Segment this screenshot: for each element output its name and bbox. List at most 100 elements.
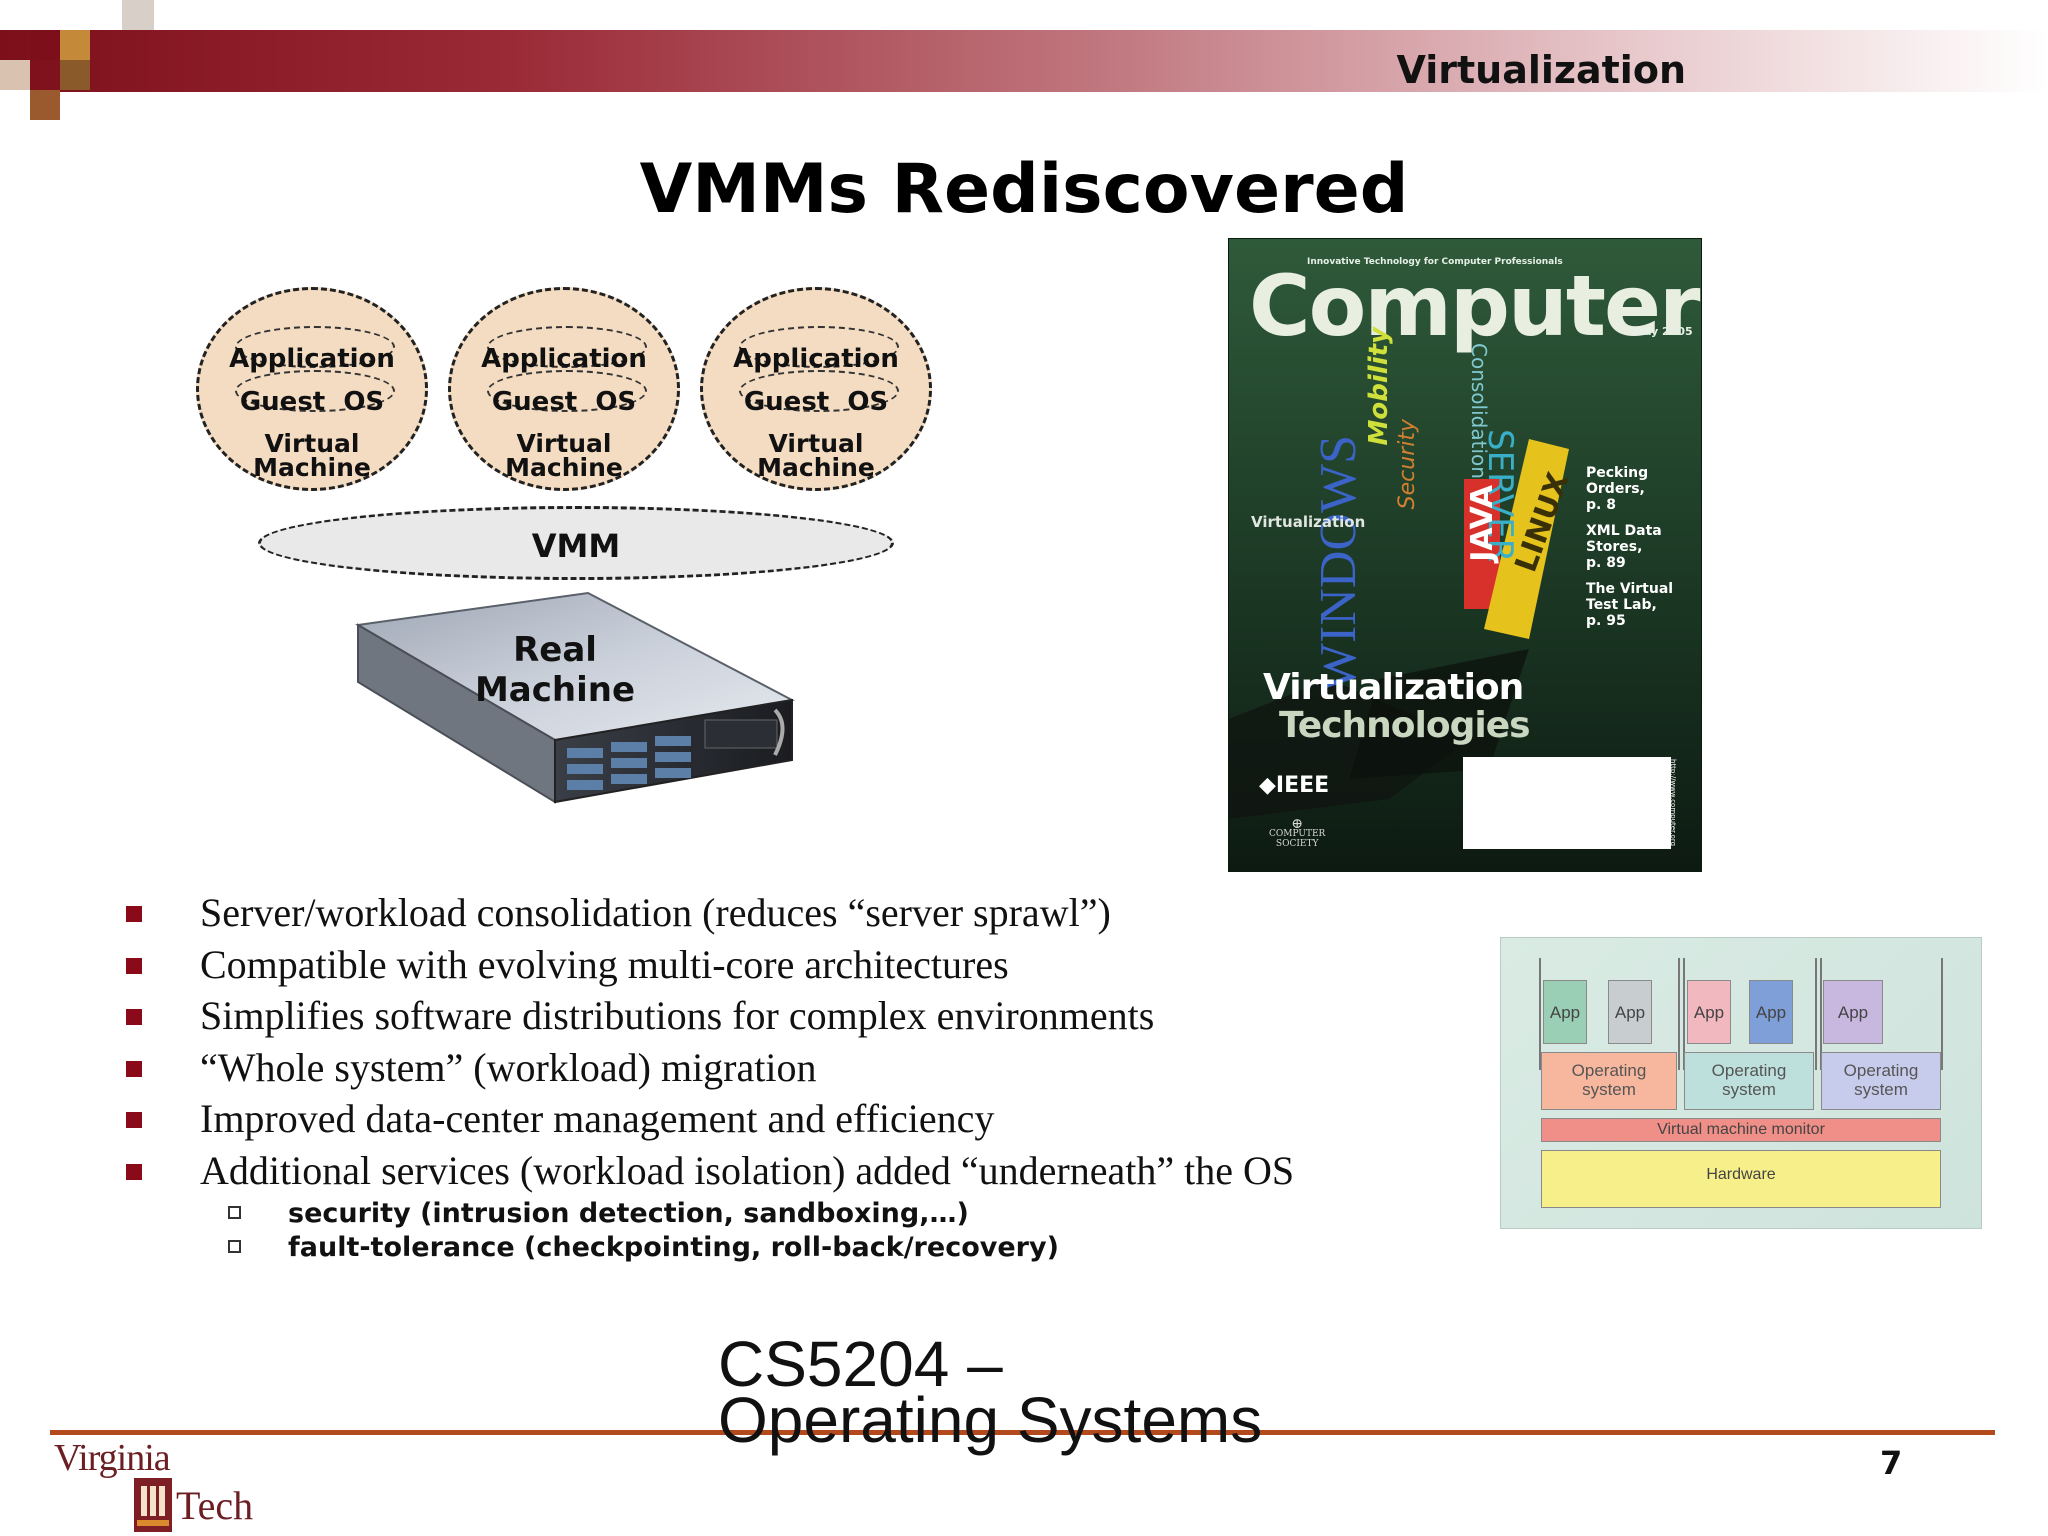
bullet-item: “Whole system” (workload) migration [120, 1043, 1460, 1095]
bullet-item: Server/workload consolidation (reduces “… [120, 888, 1460, 940]
teaser-line: p. 89 [1586, 555, 1626, 571]
application-oval [487, 326, 647, 368]
virtual-machine-label-line2: Machine [505, 453, 623, 482]
bullet-marker [126, 1112, 142, 1128]
logo-word-virginia: Virginia [54, 1437, 171, 1479]
cover-url: http://www.computer.org [1669, 759, 1677, 847]
virtual-machine-oval-1: Application Guest OS Virtual Machine [196, 287, 428, 491]
guest-os-oval [739, 370, 899, 412]
cover-word-server: SERVER [1480, 429, 1520, 563]
teaser-line: Stores, [1586, 539, 1643, 555]
application-label: Application [733, 344, 899, 374]
sub-bullet-text: fault-tolerance (checkpointing, roll-bac… [288, 1232, 1059, 1263]
bullet-marker [126, 1009, 142, 1025]
application-oval [739, 326, 899, 368]
guest-os-oval [235, 370, 395, 412]
footer-rule [50, 1430, 1995, 1435]
app-label: App [1614, 1003, 1646, 1022]
header-bar [0, 30, 2048, 92]
vmm-bar-label: Virtual machine monitor [1657, 1121, 1825, 1138]
bullet-text: “Whole system” (workload) migration [200, 1044, 817, 1090]
os-label-line1: Operating [1843, 1061, 1919, 1080]
teaser-line: Orders, [1586, 481, 1645, 497]
cover-word-windows: WINDOWS [1310, 435, 1367, 693]
section-title: Virtualization [1396, 48, 1686, 92]
cover-tagline: Innovative Technology for Computer Profe… [1307, 257, 1563, 267]
cover-masthead: Computer [1249, 257, 1700, 355]
cover-teaser-2: XML Data Stores, p. 89 [1586, 523, 1662, 571]
society-emblem-icon: ⊕ [1291, 816, 1304, 832]
virtual-machine-label-line2: Machine [253, 453, 371, 482]
teaser-line: The Virtual [1586, 581, 1674, 597]
application-label: Application [229, 344, 395, 374]
guest-os-label: Guest OS [491, 387, 637, 417]
society-line1: COMPUTER [1269, 829, 1326, 839]
ieee-label: IEEE [1275, 773, 1330, 798]
teaser-line: Pecking [1586, 465, 1649, 481]
app-box: App [1543, 980, 1587, 1044]
bullet-text: Additional services (workload isolation)… [200, 1147, 1295, 1193]
teaser-line: p. 95 [1586, 613, 1626, 629]
cover-feature-line1: Virtualization [1263, 667, 1524, 708]
computer-society-logo: ⊕ COMPUTER SOCIETY [1269, 816, 1326, 849]
slide-title: VMMs Rediscovered [639, 150, 1409, 229]
real-machine-line1: Real [513, 630, 597, 670]
teaser-line: XML Data [1586, 523, 1662, 539]
hokie-stone-icon [134, 1478, 172, 1532]
partition-line [1941, 958, 1943, 1070]
operating-system-box: Operating system [1541, 1052, 1677, 1110]
os-label-line1: Operating [1571, 1061, 1647, 1080]
bullet-text: Compatible with evolving multi-core arch… [200, 941, 1009, 987]
computer-magazine-cover: Innovative Technology for Computer Profe… [1228, 238, 1702, 872]
bullet-text: Server/workload consolidation (reduces “… [200, 890, 1111, 935]
virtual-machine-oval-3: Application Guest OS Virtual Machine [700, 287, 932, 491]
app-label: App [1837, 1003, 1869, 1022]
operating-system-box: Operating system [1684, 1052, 1814, 1110]
bullet-marker [126, 1163, 142, 1180]
teaser-line: Test Lab, [1586, 597, 1657, 613]
cover-word-mobility: Mobility [1364, 327, 1394, 446]
teaser-line: p. 8 [1586, 497, 1616, 513]
partition-line [1815, 958, 1817, 1070]
bullet-marker [126, 957, 142, 974]
bullet-marker [126, 906, 142, 922]
cover-word-virtualization: Virtualization [1251, 513, 1366, 531]
page-number: 7 [1880, 1444, 1903, 1482]
sub-bullet-text: security (intrusion detection, sandboxin… [288, 1198, 969, 1229]
bullet-marker [126, 1060, 142, 1077]
bullet-list: Server/workload consolidation (reduces “… [120, 888, 1460, 1265]
sub-bullet-item: fault-tolerance (checkpointing, roll-bac… [120, 1231, 1460, 1265]
app-box: App [1823, 980, 1883, 1044]
app-box: App [1749, 980, 1793, 1044]
guest-os-label: Guest OS [743, 387, 889, 417]
cover-feature-line2: Technologies [1279, 705, 1531, 746]
partition-line [1683, 958, 1685, 1070]
virtual-machine-label-line1: Virtual [264, 429, 360, 458]
bullet-text: Improved data-center management and effi… [200, 1096, 995, 1141]
cover-word-consolidation: Consolidation [1467, 343, 1491, 479]
application-label: Application [481, 344, 647, 374]
course-title-line2: Operating Systems [718, 1384, 1263, 1456]
sub-bullet-item: security (intrusion detection, sandboxin… [120, 1197, 1460, 1231]
vmm-label: VMM [531, 527, 621, 565]
virginia-tech-logo: Virginia Tech [50, 1436, 270, 1536]
partition-line [1539, 958, 1541, 1070]
sub-bullet-marker [228, 1240, 241, 1253]
app-label: App [1549, 1003, 1581, 1022]
partition-line [1820, 958, 1822, 1070]
server-rack-illustration [355, 591, 795, 804]
cover-word-security: Security [1395, 419, 1420, 510]
course-title-line1: CS5204 – [718, 1328, 1003, 1400]
virtual-machine-label-line2: Machine [757, 453, 875, 482]
os-label-line2: system [1722, 1080, 1776, 1099]
operating-system-box: Operating system [1821, 1052, 1941, 1110]
header-logo-squares [0, 0, 160, 125]
sub-bullet-marker [228, 1206, 241, 1219]
virtual-machine-label-line1: Virtual [768, 429, 864, 458]
bullet-item: Additional services (workload isolation)… [120, 1146, 1460, 1198]
hardware-label: Hardware [1706, 1166, 1776, 1183]
bullet-item: Simplifies software distributions for co… [120, 991, 1460, 1043]
vmm-oval: VMM [258, 506, 894, 580]
app-label: App [1755, 1003, 1787, 1022]
ieee-logo: ◆IEEE [1259, 773, 1329, 798]
